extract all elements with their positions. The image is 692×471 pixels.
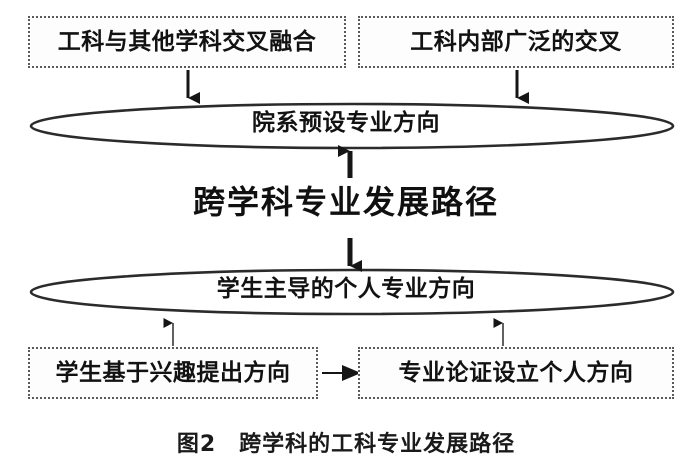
center-title: 跨学科专业发展路径: [192, 183, 499, 221]
box-top-right-label: 工科内部广泛的交叉: [410, 28, 622, 55]
box-bottom-left-label: 学生基于兴趣提出方向: [55, 359, 291, 386]
box-top-right-internal-crossing: 工科内部广泛的交叉: [358, 16, 674, 68]
ellipse-top-label: 院系预设专业方向: [252, 110, 440, 136]
arrow-bottom-left-box-to-bottom-right-box: [322, 365, 361, 381]
ellipse-bottom-label: 学生主导的个人专业方向: [216, 276, 476, 302]
box-bottom-right-label: 专业论证设立个人方向: [398, 359, 634, 386]
figure-caption: 图2 跨学科的工科专业发展路径: [176, 432, 516, 457]
ellipse-top-department-preset: [29, 102, 675, 150]
box-bottom-right-major-review: 专业论证设立个人方向: [358, 347, 674, 399]
box-top-left-label: 工科与其他学科交叉融合: [57, 28, 317, 55]
box-bottom-left-student-proposal: 学生基于兴趣提出方向: [28, 347, 318, 399]
box-top-left-interdisciplinary-fusion: 工科与其他学科交叉融合: [28, 16, 346, 68]
